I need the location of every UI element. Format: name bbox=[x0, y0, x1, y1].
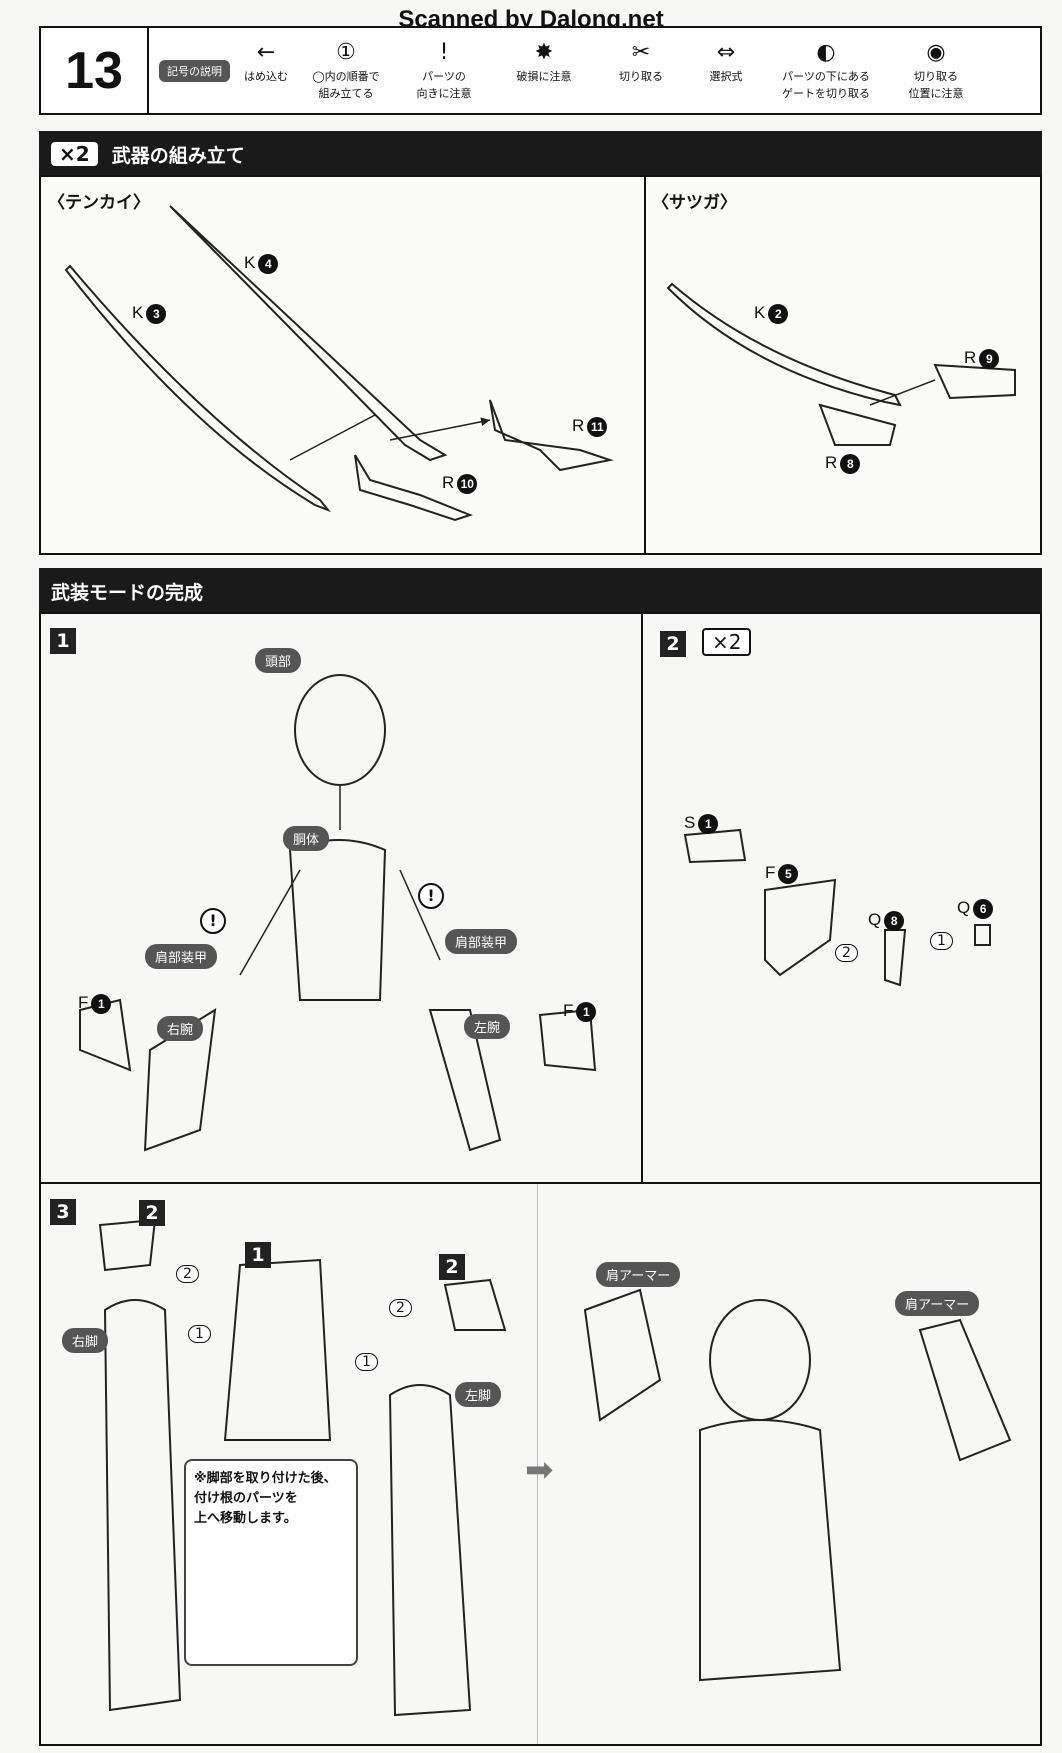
legend-item: ✂ 切り取る bbox=[586, 40, 696, 85]
hexagon-number-icon: ① bbox=[336, 40, 356, 65]
note-line: 上へ移動します。 bbox=[194, 1511, 297, 1526]
exclamation-icon: ! bbox=[200, 908, 226, 934]
guard-r11 bbox=[489, 399, 614, 472]
legend-item: ← はめ込む bbox=[211, 40, 321, 85]
guard-r9 bbox=[933, 363, 1016, 400]
next-arrow-icon: ➡ bbox=[525, 1450, 554, 1490]
arrow-left-icon: ← bbox=[256, 40, 276, 65]
legend-label: 切り取る bbox=[914, 70, 958, 83]
step-badge-2: 2 bbox=[660, 631, 686, 657]
panel-satsuga bbox=[644, 175, 1042, 555]
gate-cut-icon: ◐ bbox=[816, 40, 836, 65]
exclamation-icon: ! bbox=[439, 40, 449, 65]
step-badge-3: 3 bbox=[50, 1199, 76, 1225]
section-completion-header: 武装モードの完成 bbox=[39, 568, 1042, 614]
ref-badge-2: 2 bbox=[439, 1254, 465, 1280]
legend-label: はめ込む bbox=[244, 70, 288, 83]
legend-label: パーツの bbox=[422, 70, 466, 83]
note-line: 付け根のパーツを bbox=[194, 1491, 298, 1506]
legs-drawing bbox=[103, 1299, 472, 1717]
note-line: ※脚部を取り付けた後、 bbox=[194, 1471, 337, 1486]
legend-label: 選択式 bbox=[709, 70, 743, 83]
step-number: 13 bbox=[41, 28, 149, 113]
legend-item: ⇔ 選択式 bbox=[671, 40, 781, 85]
guard-r10 bbox=[354, 454, 473, 522]
cut-icon: ✂ bbox=[631, 40, 651, 65]
legend-label: 切り取る bbox=[619, 70, 663, 83]
label-shoulder-armor-right: 肩部装甲 bbox=[145, 944, 218, 969]
legend-label: 組み立てる bbox=[318, 87, 374, 100]
legend-badge: 記号の説明 bbox=[159, 60, 230, 82]
legend-item: ① ◯内の順番で組み立てる bbox=[291, 40, 401, 102]
sword-k4 bbox=[169, 205, 448, 462]
divider bbox=[537, 1184, 538, 1744]
legend-label: ◯内の順番で bbox=[312, 70, 380, 83]
cut-position-icon: ◉ bbox=[926, 40, 946, 65]
legend-label: ゲートを切り取る bbox=[782, 87, 870, 100]
note-box: ※脚部を取り付けた後、 付け根のパーツを 上へ移動します。 bbox=[184, 1459, 358, 1666]
left-arm-drawing bbox=[428, 1009, 502, 1152]
label-left-arm: 左腕 bbox=[464, 1014, 511, 1039]
step-badge-1: 1 bbox=[50, 628, 76, 654]
legend-item: ◐ パーツの下にあるゲートを切り取る bbox=[771, 40, 881, 102]
order-hex-2: 2 bbox=[835, 944, 858, 962]
completed-figure-drawing bbox=[699, 1419, 842, 1682]
damage-caution-icon: ✸ bbox=[534, 40, 554, 65]
ref-badge-1: 1 bbox=[245, 1242, 271, 1268]
label-left-leg: 左脚 bbox=[455, 1382, 502, 1407]
section-weapon-header: ×2 武器の組み立て bbox=[39, 131, 1042, 177]
satsuga-title: 〈サツガ〉 bbox=[652, 193, 737, 213]
sword-k3 bbox=[64, 264, 332, 513]
legend-label: 位置に注意 bbox=[908, 87, 964, 100]
label-shoulder-armor: 肩アーマー bbox=[596, 1262, 681, 1287]
label-shoulder-armor-left: 肩部装甲 bbox=[445, 929, 518, 954]
order-hex-1: 1 bbox=[188, 1325, 211, 1343]
legend-item: ✸ 破損に注意 bbox=[489, 40, 599, 85]
label-shoulder-armor: 肩アーマー bbox=[895, 1291, 980, 1316]
order-hex-2: 2 bbox=[389, 1299, 412, 1317]
legend-label: 破損に注意 bbox=[516, 70, 572, 83]
guard-r8 bbox=[818, 403, 897, 446]
label-right-leg: 右脚 bbox=[62, 1328, 109, 1353]
multiplier-badge: ×2 bbox=[702, 628, 752, 656]
exclamation-icon: ! bbox=[418, 883, 444, 909]
panel-step1 bbox=[39, 612, 643, 1184]
label-right-arm: 右腕 bbox=[157, 1016, 204, 1041]
ref-badge-2: 2 bbox=[139, 1200, 165, 1226]
legend-label: 向きに注意 bbox=[416, 87, 472, 100]
choice-arrows-icon: ⇔ bbox=[716, 40, 736, 65]
legend-item: ◉ 切り取る位置に注意 bbox=[881, 40, 991, 102]
tenkai-title: 〈テンカイ〉 bbox=[48, 193, 150, 213]
order-hex-2: 2 bbox=[176, 1265, 199, 1283]
legend-item: ! パーツの向きに注意 bbox=[389, 40, 499, 102]
panel-step3 bbox=[39, 1182, 1042, 1746]
order-hex-1: 1 bbox=[355, 1353, 378, 1371]
section-title: 武器の組み立て bbox=[111, 144, 245, 167]
legend-header: 13 記号の説明 ← はめ込む ① ◯内の順番で組み立てる! パーツの向きに注意 ✸ 破損に… bbox=[39, 26, 1042, 115]
section-title: 武装モードの完成 bbox=[51, 581, 204, 604]
sword-k2 bbox=[666, 282, 902, 407]
label-torso: 胴体 bbox=[283, 826, 330, 851]
order-hex-1: 1 bbox=[930, 932, 953, 950]
multiplier-badge: ×2 bbox=[51, 142, 98, 166]
label-head: 頭部 bbox=[255, 648, 302, 673]
legend-label: パーツの下にある bbox=[782, 70, 870, 83]
